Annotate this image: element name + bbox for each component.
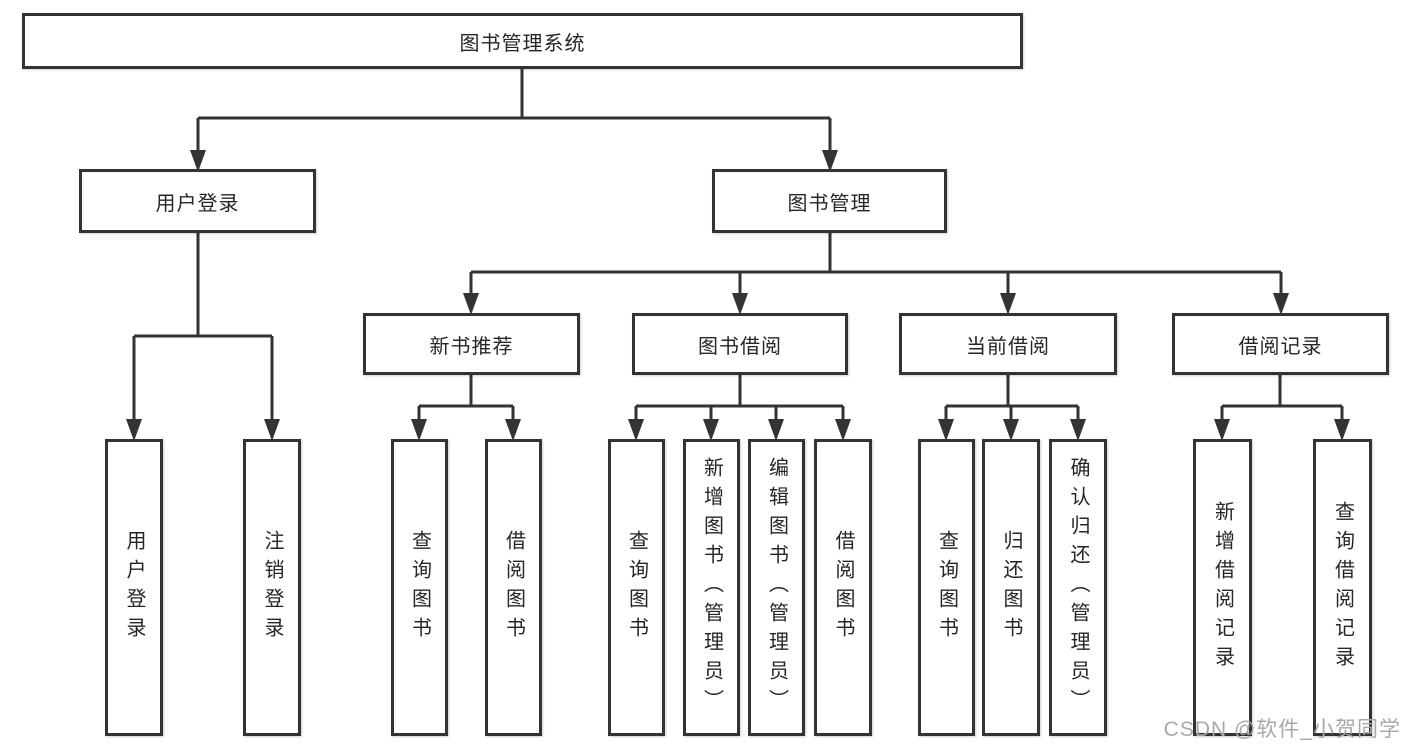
node-book-management: 图书管理 [712,169,947,233]
leaf-query-borrow-record: 查询借阅记录 [1313,439,1372,736]
leaf-borrow-book: 借阅图书 [814,439,872,736]
connector-new-book-rec-children [411,375,521,441]
leaf-query-book-borrow: 查询图书 [608,439,665,736]
connector-borrow-record-children [1214,375,1350,441]
node-root-system: 图书管理系统 [22,13,1023,69]
leaf-user-login: 用户登录 [105,439,163,736]
leaf-query-book-current: 查询图书 [918,439,975,736]
connector-user-login-children [126,233,280,441]
leaf-borrow-book-recommend: 借阅图书 [485,439,542,736]
leaf-add-book-admin: 新增图书（管理员） [683,439,740,736]
leaf-edit-book-admin: 编辑图书（管理员） [748,439,805,736]
node-new-book-recommend: 新书推荐 [363,313,580,375]
leaf-add-borrow-record: 新增借阅记录 [1193,439,1252,736]
leaf-query-book-recommend: 查询图书 [391,439,448,736]
leaf-logout: 注销登录 [243,439,301,736]
node-current-borrow: 当前借阅 [899,313,1117,375]
connector-root-to-level2 [190,69,838,172]
leaf-confirm-return-admin: 确认归还（管理员） [1049,439,1107,736]
node-book-borrow: 图书借阅 [632,313,848,375]
node-user-login: 用户登录 [79,169,316,233]
leaf-return-book: 归还图书 [982,439,1040,736]
connector-current-borrow-children [938,375,1086,441]
connector-book-mgmt-sections [463,233,1289,315]
node-borrow-record: 借阅记录 [1172,313,1389,375]
connector-book-borrow-children [628,375,851,441]
